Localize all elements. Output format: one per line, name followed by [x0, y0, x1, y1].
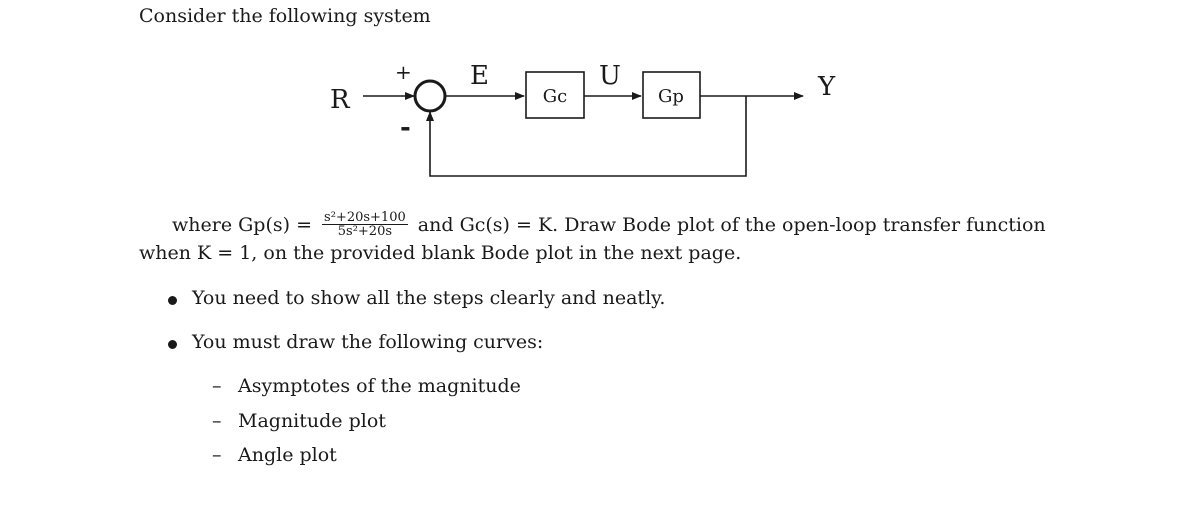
- minus-sign: -: [400, 113, 411, 143]
- line1-prefix: where Gp(s) =: [172, 214, 312, 236]
- sub-item-text: Magnitude plot: [238, 410, 386, 432]
- bullet-item: You need to show all the steps clearly a…: [168, 287, 665, 309]
- controller-block: [525, 71, 585, 119]
- bullet-text: You must draw the following curves:: [192, 331, 544, 353]
- plus-sign: +: [395, 60, 412, 84]
- controller-label: Gc: [543, 86, 567, 107]
- control-label: U: [599, 61, 621, 91]
- paragraph-line-2: when K = 1, on the provided blank Bode p…: [139, 241, 742, 264]
- paragraph-line-1: where Gp(s) = s²+20s+100 5s²+20s and Gc(…: [139, 211, 1059, 240]
- input-label: R: [330, 85, 351, 115]
- sub-list-item: – Asymptotes of the magnitude: [212, 375, 521, 397]
- sub-item-text: Asymptotes of the magnitude: [238, 375, 521, 397]
- plant-block: [642, 71, 701, 119]
- dash-marker: –: [212, 375, 222, 397]
- sub-list-item: – Magnitude plot: [212, 410, 386, 432]
- line1-suffix: and Gc(s) = K. Draw Bode plot of the ope…: [417, 214, 1046, 236]
- fraction-numerator: s²+20s+100: [322, 209, 408, 225]
- problem-paragraph: where Gp(s) = s²+20s+100 5s²+20s and Gc(…: [139, 211, 1059, 266]
- bullet-dot-icon: [168, 340, 177, 349]
- error-label: E: [470, 61, 489, 91]
- output-label: Y: [817, 72, 836, 102]
- transfer-function-fraction: s²+20s+100 5s²+20s: [322, 211, 408, 238]
- sub-item-text: Angle plot: [238, 444, 337, 466]
- feedback-path: [426, 96, 747, 177]
- dash-marker: –: [212, 444, 222, 466]
- summing-junction: [413, 79, 447, 113]
- intro-text: Consider the following system: [139, 5, 431, 27]
- bullet-item: You must draw the following curves:: [168, 331, 543, 353]
- dash-marker: –: [212, 410, 222, 432]
- bullet-dot-icon: [168, 296, 177, 305]
- block-diagram: R + - E U Y Gc Gp: [330, 60, 836, 177]
- bullet-text: You need to show all the steps clearly a…: [192, 287, 666, 309]
- sub-list-item: – Angle plot: [212, 444, 337, 466]
- plant-label: Gp: [658, 86, 684, 107]
- fraction-denominator: 5s²+20s: [337, 223, 393, 239]
